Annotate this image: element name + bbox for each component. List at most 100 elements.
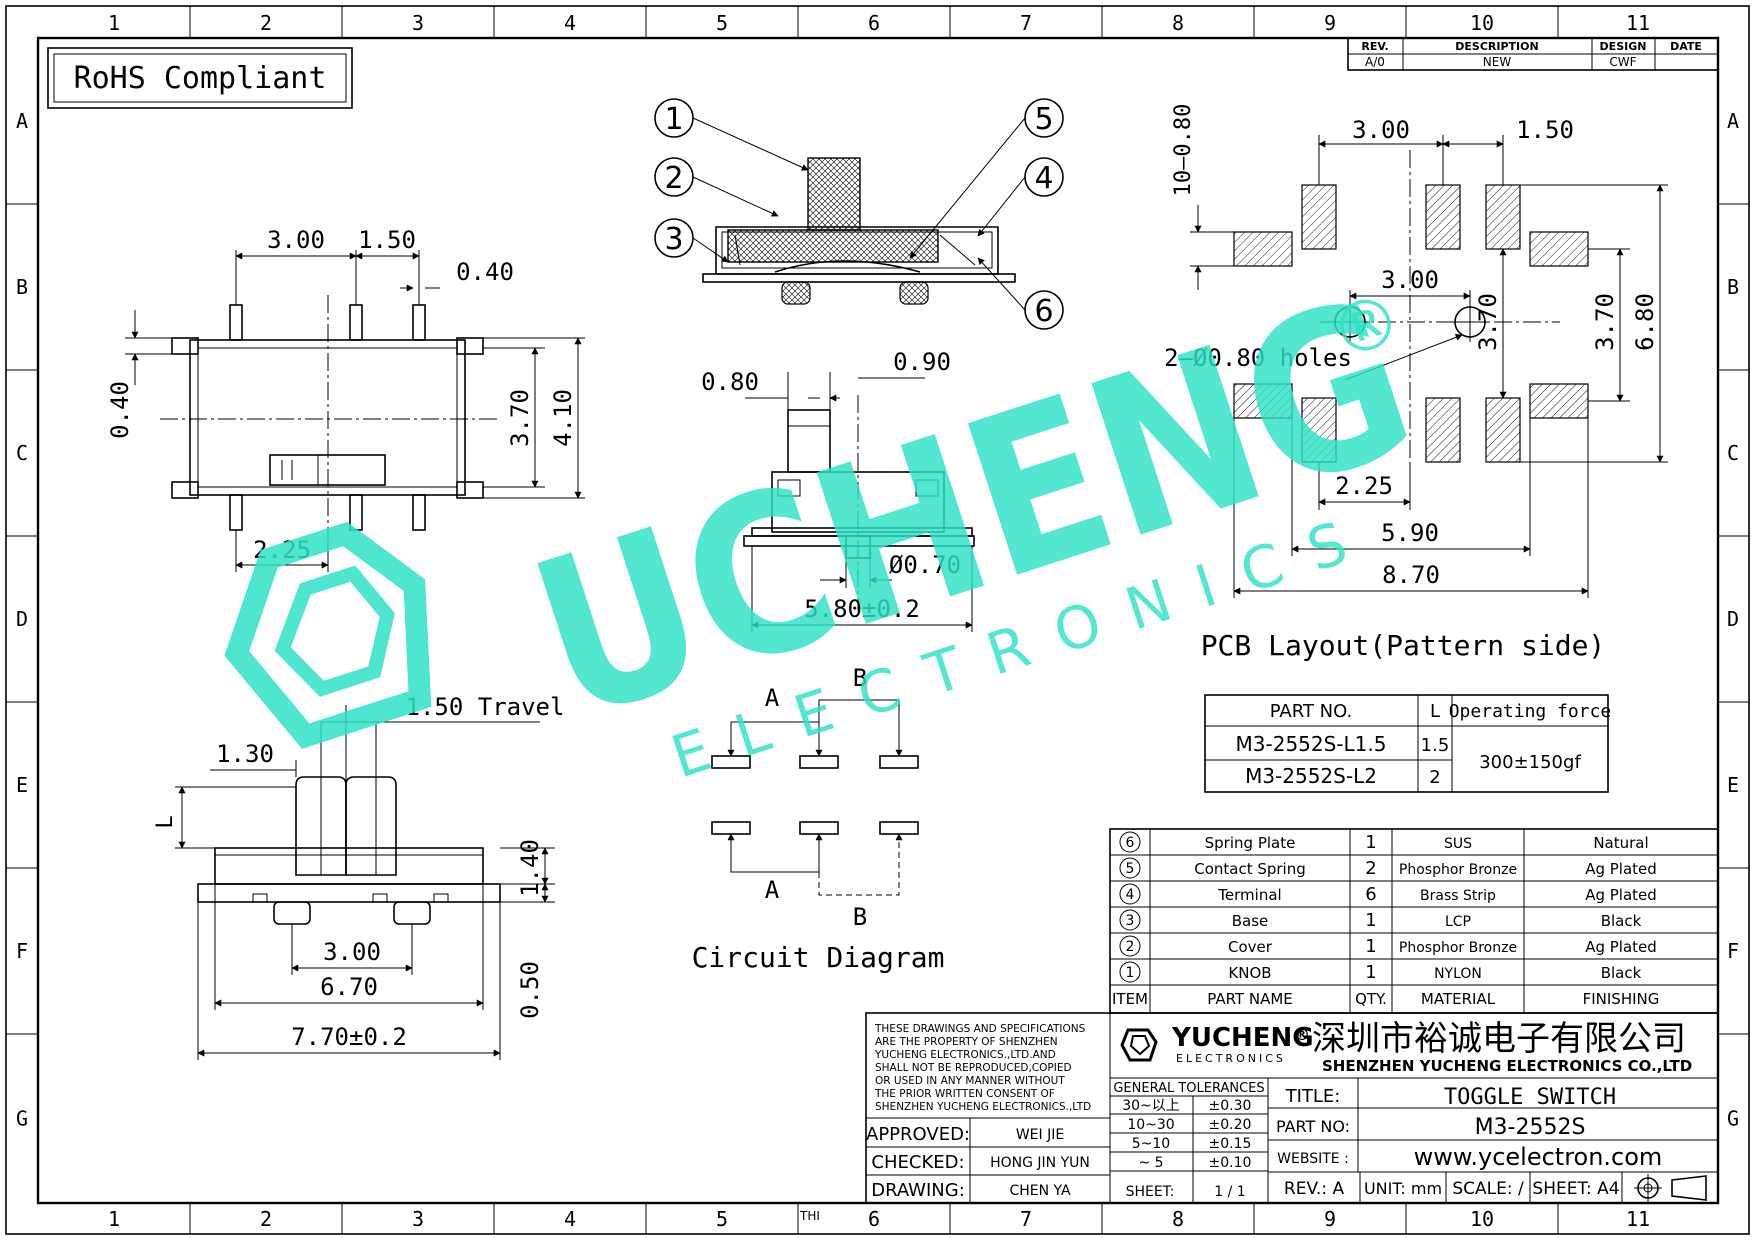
row-label-left: A [16,109,28,133]
bom-cell: Spring Plate [1205,834,1296,852]
front-dim-dia-0-70: Ø0.70 [889,551,961,579]
row-label-left: C [16,441,28,465]
front-dim-5-80: 5.80±0.2 [804,595,920,623]
notice-line: YUCHENG ELECTRONICS.,LTD.AND [874,1049,1056,1061]
row-label-left: G [16,1107,28,1131]
part-row-1-partno: M3-2552S-L1.5 [1236,732,1387,756]
pcb-dim-6-80: 6.80 [1631,293,1659,351]
website-url: www.ycelectron.com [1414,1143,1663,1171]
callout-number: 2 [664,161,683,196]
bom-cell: 6 [1365,884,1376,905]
side-dim-7-70: 7.70±0.2 [291,1023,407,1051]
tolerances-title: GENERAL TOLERANCES [1113,1081,1264,1096]
tolerance-value: ±0.20 [1209,1117,1252,1133]
rev-header-description: DESCRIPTION [1455,40,1538,53]
pcb-dim-3-00-holes: 3.00 [1381,266,1439,294]
tolerance-value: ±0.15 [1209,1136,1252,1152]
top-dim-3-00: 3.00 [267,226,325,254]
tolerance-range: 5~10 [1132,1136,1170,1152]
column-label-bottom: 4 [564,1207,576,1231]
frame-bottom-note: THI [799,1209,820,1223]
notice-line: ARE THE PROPERTY OF SHENZHEN [875,1036,1058,1048]
bom-cell: Phosphor Bronze [1399,862,1517,878]
notice-line: SHALL NOT BE REPRODUCED,COPIED [875,1062,1072,1074]
rev-field: REV.: A [1284,1179,1345,1199]
company-name-cn: 深圳市裕诚电子有限公司 [1312,1019,1686,1059]
column-label-top: 7 [1020,11,1032,35]
bom-header-item: ITEM [1112,990,1148,1008]
circuit-diagram: A B A B Circuit Diagram [692,664,945,974]
rev-header-design: DESIGN [1600,40,1647,53]
approved-name: WEI JIE [1016,1127,1064,1143]
bom-item-circle [1119,883,1141,905]
unit-field: UNIT: mm [1364,1179,1442,1198]
bom-cell: 1 [1365,962,1376,983]
bom-item-circle [1119,961,1141,983]
pcb-dim-8-70: 8.70 [1382,561,1440,589]
column-label-bottom: 1 [108,1207,120,1231]
bom-item-circle [1119,857,1141,879]
part-number-table: PART NO. L Operating force M3-2552S-L1.5… [1204,694,1611,793]
sheet-size-field: SHEET: A4 [1532,1179,1619,1199]
row-label-right: A [1727,109,1739,133]
callout-number: 5 [1034,102,1053,137]
scale-field: SCALE: / [1452,1179,1524,1199]
front-view: 0.80 0.90 Ø0.70 5.80±0.2 [701,348,975,632]
column-label-bottom: 9 [1324,1207,1336,1231]
column-label-top: 2 [260,11,272,35]
bom-cell: 3 [1126,913,1135,929]
side-dim-travel: 1.50 Travel [406,693,565,721]
bom-cell: 1 [1365,832,1376,853]
bom-cell: SUS [1444,836,1472,852]
column-label-bottom: 3 [412,1207,424,1231]
row-label-left: B [16,275,28,299]
column-label-bottom: 8 [1172,1207,1184,1231]
company-logo: YUCHENG ® ELECTRONICS [1120,1023,1314,1065]
side-dim-1-30: 1.30 [216,740,274,768]
column-label-bottom: 11 [1626,1207,1650,1231]
tolerance-range: 10~30 [1127,1117,1174,1133]
pcb-holes-note: 2—Ø0.80 holes [1164,344,1352,372]
company-name-en: SHENZHEN YUCHENG ELECTRONICS CO.,LTD [1322,1057,1692,1075]
top-view: 3.00 1.50 0.40 0.40 3.70 4.10 2.25 [106,226,585,572]
bom-cell: 6 [1126,835,1135,851]
row-label-right: F [1727,939,1739,963]
side-dim-6-70: 6.70 [320,973,378,1001]
bom-cell: Black [1601,912,1642,930]
bom-cell: Ag Plated [1585,860,1657,878]
row-label-right: D [1727,607,1739,631]
column-label-bottom: 5 [716,1207,728,1231]
side-dim-1-40: 1.40 [516,839,544,897]
rev-value: A/0 [1365,55,1385,69]
front-dim-0-80: 0.80 [701,368,759,396]
bom-cell: Phosphor Bronze [1399,940,1517,956]
callout-number: 4 [1034,161,1053,196]
rev-description: NEW [1483,55,1512,69]
side-dim-3-00: 3.00 [323,938,381,966]
bom-cell: Brass Strip [1420,888,1496,904]
tolerance-range: ~ 5 [1138,1155,1163,1171]
pcb-dim-3-70-inner: 3.70 [1474,293,1502,351]
callout-number: 3 [664,222,683,257]
drawing-label: DRAWING: [871,1180,965,1201]
bom-cell: Terminal [1217,886,1281,904]
bom-item-circle [1119,935,1141,957]
rev-design: CWF [1609,55,1636,69]
bom-item-circle [1119,831,1141,853]
notice-line: THE PRIOR WRITTEN CONSENT OF [874,1088,1055,1100]
projection-symbol-icon [1634,1174,1707,1202]
drawing-title: TOGGLE SWITCH [1444,1085,1616,1110]
top-dim-0-40-pin: 0.40 [456,258,514,286]
logo-brand-text: YUCHENG [1171,1023,1314,1053]
bom-cell: 1 [1365,936,1376,957]
logo-sub-text: ELECTRONICS [1176,1052,1286,1065]
notice-line: THESE DRAWINGS AND SPECIFICATIONS [874,1023,1086,1035]
callout-number: 1 [664,102,683,137]
